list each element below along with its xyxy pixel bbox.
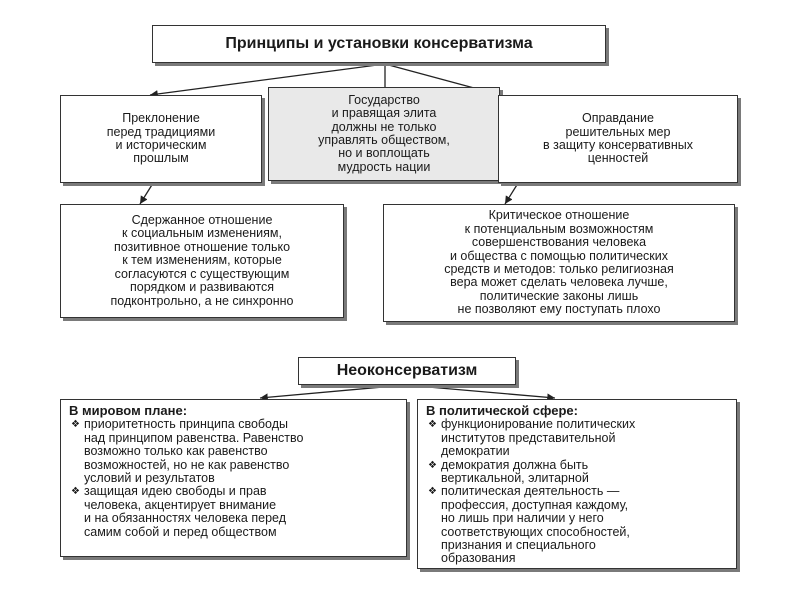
tradition-box: Преклонение перед традициями и историчес… (60, 95, 262, 183)
world-bullet-item: ❖ защищая идею свободы и прав человека, … (69, 485, 398, 539)
bullet-line: функционирование политических (441, 417, 636, 432)
critical-attitude-box: Критическое отношение к потенциальным во… (383, 204, 735, 322)
bullet-line: демократии (441, 444, 510, 459)
bullet-line: признания и специального (441, 538, 596, 553)
politics-heading: В политической сфере: (426, 403, 578, 418)
justification-line: Оправдание (582, 111, 654, 126)
tradition-line: Преклонение (122, 111, 200, 126)
diamond-bullet-icon: ❖ (428, 459, 437, 471)
state-elite-line: но и воплощать (338, 146, 430, 161)
diamond-bullet-icon: ❖ (428, 419, 437, 431)
bullet-line: но лишь при наличии у него (441, 511, 604, 526)
bullet-line: профессия, доступная каждому, (441, 497, 629, 512)
bullet-line: приоритетность принципа свободы (84, 417, 289, 432)
world-plan-box: В мировом плане: ❖ приоритетность принци… (60, 399, 407, 557)
state-elite-line: Государство (348, 92, 420, 107)
bullet-line: политическая деятельность — (441, 484, 620, 499)
bullet-line: над принципом равенства. Равенство (84, 430, 304, 445)
diamond-bullet-icon: ❖ (428, 486, 437, 498)
politics-box: В политической сфере: ❖ функционирование… (417, 399, 737, 569)
critical-attitude-line: вера может сделать человека лучше, (450, 275, 668, 290)
bullet-line: условий и результатов (84, 471, 215, 486)
social-change-line: подконтрольно, а не синхронно (110, 293, 294, 308)
social-change-line: согласуются с существующим (114, 266, 290, 281)
social-change-line: порядком и развиваются (130, 280, 274, 295)
justification-line: в защиту консервативных (543, 138, 693, 152)
social-change-line: Сдержанное отношение (131, 213, 273, 228)
bullet-line: возможностей, но не как равенство (84, 457, 290, 472)
bullet-line: самим собой и перед обществом (84, 524, 277, 539)
neoconservatism-title-box: Неоконсерватизм (298, 357, 516, 385)
bullet-line: возможно только как равенство (84, 444, 268, 459)
diamond-bullet-icon: ❖ (71, 419, 80, 431)
tradition-line: перед традициями (106, 124, 216, 139)
state-elite-line: управлять обществом, (318, 133, 450, 147)
bullet-line: демократия должна быть (441, 457, 589, 472)
social-change-line: к тем изменениям, которые (122, 253, 282, 268)
world-plan-heading: В мировом плане: (69, 403, 188, 418)
tradition-line: и историческим (115, 138, 207, 152)
bullet-line: образования (441, 551, 516, 566)
politics-bullet-item: ❖ политическая деятельность — профессия,… (426, 484, 728, 566)
state-elite-line: и правящая элита (331, 106, 437, 121)
bullet-line: человека, акцентирует внимание (84, 497, 277, 512)
critical-attitude-line: не позволяют ему поступать плохо (457, 302, 661, 317)
diamond-bullet-icon: ❖ (71, 486, 80, 498)
state-elite-line: должны не только (331, 119, 437, 134)
justification-line: решительных мер (565, 124, 671, 139)
bullet-line: и на обязанностях человека перед (84, 511, 286, 526)
bullet-line: защищая идею свободы и прав (84, 484, 267, 499)
justification-line: ценностей (587, 151, 649, 166)
neoconservatism-title: Неоконсерватизм (336, 362, 478, 380)
state-elite-line: мудрость нации (337, 159, 431, 174)
critical-attitude-line: средств и методов: только религиозная (444, 262, 674, 276)
social-change-line: к социальным изменениям, (122, 226, 282, 241)
social-change-line: позитивное отношение только (113, 239, 291, 254)
bullet-line: вертикальной, элитарной (441, 471, 589, 486)
world-bullet-item: ❖ приоритетность принципа свободы над пр… (69, 417, 398, 486)
politics-bullet-item: ❖ функционирование политических институт… (426, 417, 728, 459)
tradition-line: прошлым (133, 151, 189, 166)
social-change-box: Сдержанное отношение к социальным измене… (60, 204, 344, 318)
critical-attitude-line: и общества с помощью политических (449, 248, 669, 263)
state-elite-box: Государство и правящая элита должны не т… (268, 87, 500, 181)
diagram-title: Принципы и установки консерватизма (225, 35, 533, 53)
justification-box: Оправдание решительных мер в защиту конс… (498, 95, 738, 183)
bullet-line: соответствующих способностей, (441, 524, 630, 539)
title-box: Принципы и установки консерватизма (152, 25, 606, 63)
critical-attitude-line: совершенствования человека (471, 235, 647, 250)
critical-attitude-line: политические законы лишь (479, 288, 639, 303)
critical-attitude-line: к потенциальным возможностям (464, 221, 654, 236)
critical-attitude-line: Критическое отношение (488, 208, 630, 223)
bullet-line: институтов представительной (441, 430, 616, 445)
politics-bullet-item: ❖ демократия должна быть вертикальной, э… (426, 457, 728, 486)
